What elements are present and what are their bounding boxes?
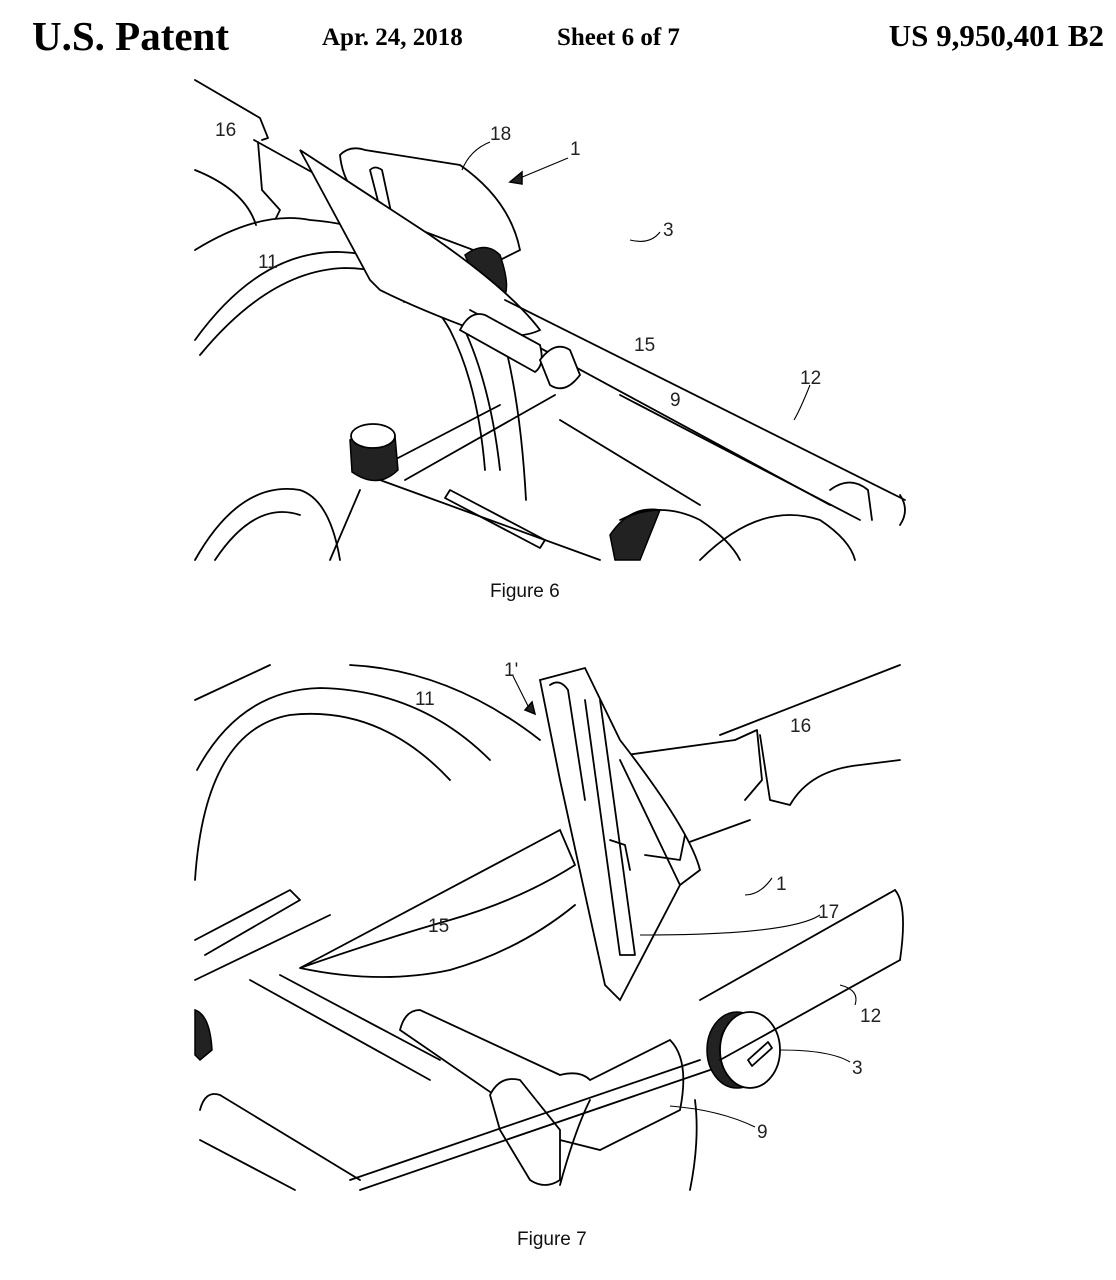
ref-15: 15 [634,335,655,356]
figure-7-labels: 1' 11 16 15 1 17 12 3 9 Figure 7 [415,660,881,1250]
ref-18: 18 [490,124,511,145]
ref-9: 9 [757,1122,768,1143]
ref-16: 16 [215,120,236,141]
figure-6-caption: Figure 6 [490,581,560,602]
ref-11: 11 [258,252,278,273]
patent-title: U.S. Patent [32,13,230,59]
ref-9: 9 [670,390,681,411]
figure-6-drawing [194,79,906,561]
ref-3: 3 [663,220,674,241]
ref-17: 17 [818,902,839,923]
patent-date: Apr. 24, 2018 [322,24,463,51]
figure-6-labels: 16 18 1 3 11 15 9 12 Figure 6 [215,120,821,602]
ref-1: 1 [776,874,787,895]
ref-11: 11 [415,689,435,710]
patent-number: US 9,950,401 B2 [888,18,1104,53]
ref-16: 16 [790,716,811,737]
ref-12: 12 [860,1006,881,1027]
ref-3: 3 [852,1058,863,1079]
ref-1: 1 [570,139,581,160]
figure-7-caption: Figure 7 [517,1229,587,1250]
ref-15: 15 [428,916,449,937]
figure-7-drawing [194,664,904,1191]
ref-1-prime: 1' [504,660,518,681]
ref-12: 12 [800,368,821,389]
sheet-number: Sheet 6 of 7 [557,24,680,51]
